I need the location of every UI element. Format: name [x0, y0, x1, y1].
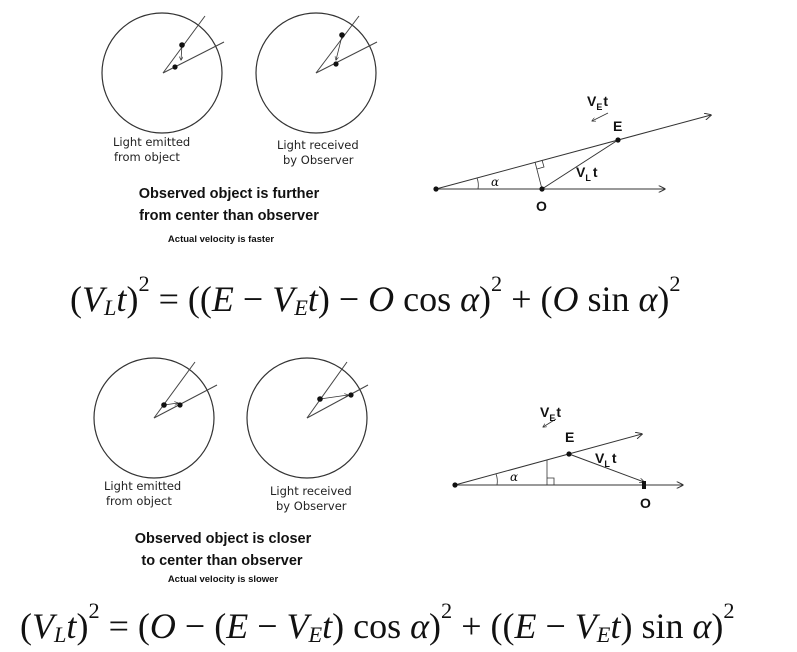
origin-dot: [433, 186, 439, 192]
point-o-marker: [642, 481, 646, 489]
top-caption: Observed object is further from center t…: [139, 186, 320, 245]
caption-line-2: from object: [106, 494, 172, 508]
radial-line-short: [306, 384, 369, 419]
title-line-1: Observed object is further: [139, 186, 320, 202]
observer-dot: [333, 61, 339, 67]
light-ray: [336, 35, 343, 60]
velocity-note: Actual velocity is slower: [168, 574, 279, 585]
caption-line-2: by Observer: [276, 499, 347, 513]
o-label: O: [640, 495, 651, 511]
perpendicular: [534, 161, 543, 190]
radial-line-short: [315, 41, 378, 74]
radial-line-long: [306, 361, 348, 419]
e-label: E: [565, 429, 574, 445]
velocity-arrow: [592, 112, 609, 121]
e-label: E: [613, 118, 622, 134]
o-label: O: [536, 198, 547, 214]
object-dot: [179, 42, 185, 48]
right-angle-mark: [547, 477, 555, 485]
ve-label: VEt: [587, 93, 608, 112]
angle-arc: [476, 177, 479, 190]
ve-label: VEt: [540, 404, 561, 423]
caption-line-1: Light received: [270, 484, 352, 498]
equation-1: (VLt)2 = ((E − VEt) − O cos α)2 + (O sin…: [70, 271, 681, 321]
caption-line-1: Light emitted: [113, 135, 190, 149]
emitter-axis: [435, 115, 711, 190]
velocity-note: Actual velocity is faster: [168, 234, 274, 245]
observer-dot: [348, 392, 354, 398]
origin-dot: [452, 482, 458, 488]
top-right-circle-diagram: Light received by Observer: [255, 12, 378, 167]
top-left-circle-diagram: Light emitted from object: [101, 12, 225, 164]
light-ray: [319, 395, 348, 400]
alpha-label: α: [491, 175, 499, 189]
bottom-left-circle-diagram: Light emitted from object: [93, 357, 218, 508]
angle-arc: [495, 473, 498, 486]
object-dot: [339, 32, 345, 38]
radial-line-long: [315, 15, 360, 74]
object-dot: [161, 402, 167, 408]
equation-2: (VLt)2 = (O − (E − VEt) cos α)2 + ((E − …: [20, 598, 735, 648]
title-line-2: from center than observer: [139, 208, 319, 224]
radial-line-short: [153, 384, 218, 419]
bottom-caption: Observed object is closer to center than…: [135, 531, 312, 585]
bottom-right-circle: [246, 357, 368, 479]
point-e-dot: [615, 137, 621, 143]
radial-line-long: [153, 361, 196, 419]
bottom-left-circle: [93, 357, 215, 479]
caption-line-1: Light emitted: [104, 479, 181, 493]
title-line-1: Observed object is closer: [135, 531, 312, 547]
emitter-axis: [454, 434, 642, 486]
caption-line-1: Light received: [277, 138, 359, 152]
top-right-circle: [255, 12, 377, 134]
right-angle-mark: [536, 159, 545, 170]
top-left-circle: [101, 12, 223, 134]
bottom-right-circle-diagram: Light received by Observer: [246, 357, 369, 513]
radial-line-short: [162, 41, 225, 74]
object-dot: [317, 396, 323, 402]
caption-line-2: from object: [114, 150, 180, 164]
alpha-label: α: [510, 470, 518, 484]
light-path: [541, 139, 619, 190]
velocity-arrow: [543, 418, 557, 427]
light-path: [568, 453, 644, 482]
title-line-2: to center than observer: [141, 553, 303, 569]
point-e-dot: [566, 451, 572, 457]
caption-line-2: by Observer: [283, 153, 354, 167]
point-o-dot: [539, 186, 545, 192]
observer-dot: [172, 64, 178, 70]
observer-dot: [177, 402, 183, 408]
